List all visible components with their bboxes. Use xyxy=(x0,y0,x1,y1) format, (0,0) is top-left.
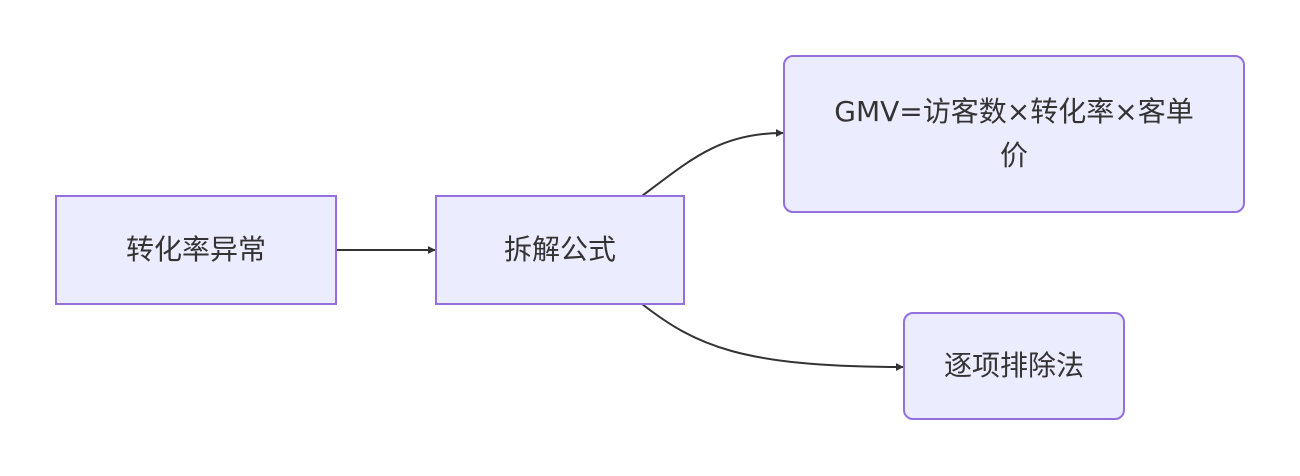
node-conversion-rate-anomaly: 转化率异常 xyxy=(55,195,337,305)
edge-formula-to-gmv xyxy=(641,129,784,197)
node-decompose-formula: 拆解公式 xyxy=(435,195,685,305)
node-gmv-formula: GMV=访客数×转化率×客单价 xyxy=(783,55,1245,213)
node-elimination-method: 逐项排除法 xyxy=(903,312,1125,420)
edge-formula-to-elimination xyxy=(641,303,904,371)
